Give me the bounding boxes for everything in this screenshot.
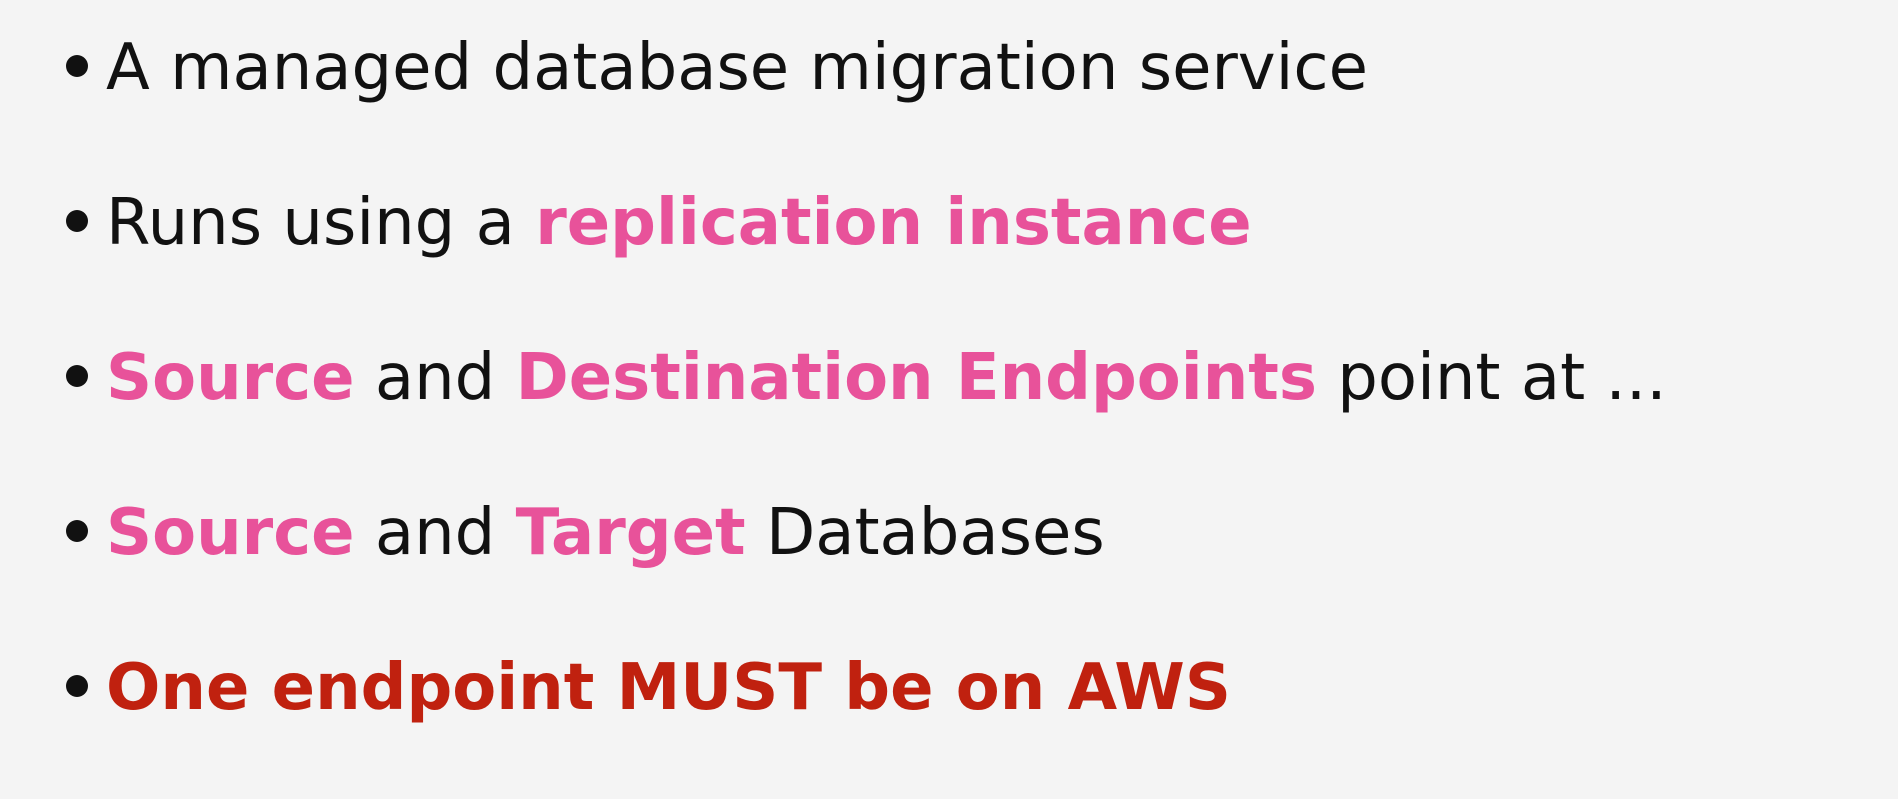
highlight-replication-instance: replication instance: [535, 186, 1252, 260]
bullet-dot-icon: [66, 675, 88, 697]
highlight-source: Source: [106, 496, 355, 570]
highlight-source: Source: [106, 341, 355, 415]
highlight-target: Target: [515, 496, 746, 570]
bullet-item-4: Source and Target Databases: [58, 489, 1667, 644]
bullet-text: and: [354, 496, 516, 570]
highlight-destination-endpoints: Destination Endpoints: [515, 341, 1317, 415]
bullet-item-3: Source and Destination Endpoints point a…: [58, 334, 1667, 489]
bullet-item-1: A managed database migration service: [58, 24, 1667, 179]
bullet-dot-icon: [66, 55, 88, 77]
bullet-list: A managed database migration service Run…: [58, 24, 1667, 799]
bullet-item-2: Runs using a replication instance: [58, 179, 1667, 334]
bullet-text: A managed database migration service: [106, 31, 1368, 105]
bullet-dot-icon: [66, 520, 88, 542]
bullet-text: Runs using a: [106, 186, 536, 260]
bullet-text: Databases: [745, 496, 1105, 570]
slide: A managed database migration service Run…: [66, 31, 1667, 725]
highlight-aws-requirement: One endpoint MUST be on AWS: [106, 651, 1231, 725]
bullet-item-5: One endpoint MUST be on AWS: [58, 644, 1667, 799]
bullet-dot-icon: [66, 365, 88, 387]
bullet-text: point at ...: [1316, 341, 1667, 415]
bullet-text: and: [354, 341, 516, 415]
bullet-dot-icon: [66, 210, 88, 232]
